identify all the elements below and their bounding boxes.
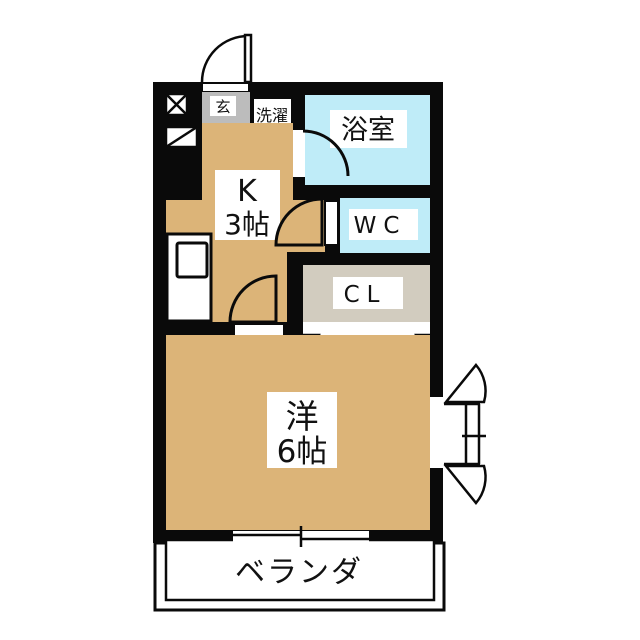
- main-room-label-size: 6帖: [277, 434, 328, 470]
- kitchen-label-size: 3帖: [224, 208, 270, 241]
- kitchen-label-bg: [215, 170, 280, 240]
- closet-opening: [303, 322, 430, 335]
- wc-door-swing: [274, 197, 324, 247]
- wc-door-leaf: [324, 200, 339, 246]
- entrance-door-leaf: [243, 33, 253, 84]
- pipe-shaft-diagonal: [165, 125, 198, 149]
- window-gap-right: [430, 397, 443, 468]
- laundry-label: 洗濯: [256, 106, 288, 125]
- pipe-shaft-icon: [164, 125, 199, 149]
- bay-window-fan-top: [443, 363, 487, 404]
- main-room-label-name: 洋: [286, 397, 319, 436]
- bathroom-label: 浴室: [341, 115, 395, 146]
- genkan-label: 玄: [215, 98, 230, 116]
- bay-window-frame: [444, 402, 481, 466]
- genkan-label-bg: [210, 96, 236, 116]
- closet-label: CL: [344, 282, 387, 308]
- kitchen-label-name: K: [237, 174, 258, 209]
- bathroom-door-arc: [302, 129, 350, 177]
- sliding-window-panes: [233, 533, 369, 541]
- sliding-window: [233, 526, 369, 547]
- room-door-swing: [228, 274, 278, 324]
- wc-label: WC: [354, 213, 407, 239]
- bathroom-door-gap: [293, 130, 305, 177]
- meter-box-cross: [165, 93, 188, 116]
- balcony-inner: [164, 538, 436, 602]
- bay-window: [443, 363, 487, 505]
- bathroom-label-bg: [330, 110, 407, 148]
- entrance-door-arc: [200, 34, 249, 83]
- bay-window-fan-bottom: [443, 464, 487, 505]
- closet-label-bg: [333, 277, 403, 309]
- wc-label-bg: [349, 209, 418, 240]
- room-door-threshold: [235, 325, 283, 335]
- kitchen-sink: [175, 241, 209, 279]
- meter-box-icon: [164, 92, 189, 117]
- balcony-label: ベランダ: [235, 555, 363, 590]
- main-room-label-bg: [267, 392, 337, 468]
- entrance-threshold: [203, 84, 248, 91]
